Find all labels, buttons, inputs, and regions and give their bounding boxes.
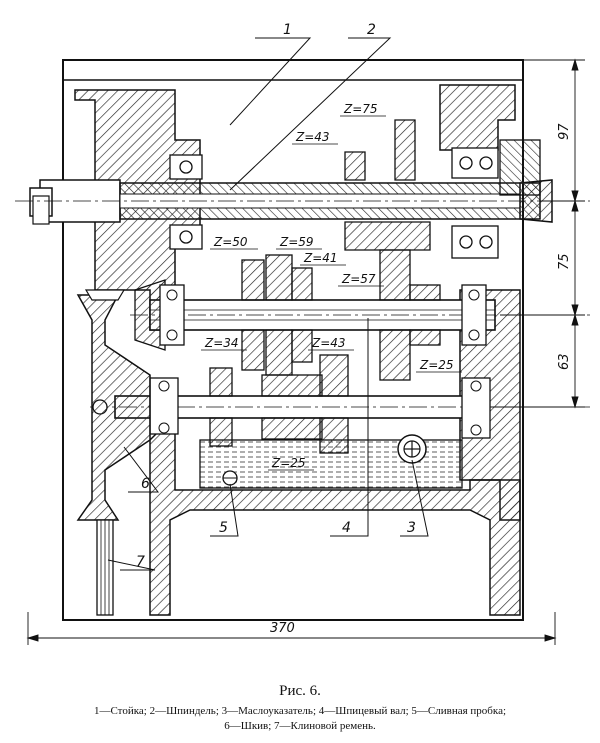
legend-line-1: 1—Стойка; 2—Шпиндель; 3—Маслоуказатель; … (93, 705, 507, 717)
input-shaft (90, 354, 590, 454)
v-belt (96, 519, 114, 616)
drain-plug (222, 470, 238, 486)
spindle (15, 179, 590, 225)
legend-line-2: 6—Шкив; 7—Клиновой ремень. (224, 720, 376, 732)
gear-label-z57: Z=57 (341, 272, 376, 286)
splined-shaft (130, 279, 590, 351)
callout-leaders (107, 37, 429, 571)
figure-title: Рис. 6. (279, 683, 321, 699)
gear-label-z43-mid: Z=43 (311, 336, 346, 350)
dimension-texts: 370 97 75 63 (270, 123, 572, 636)
gear-label-z43-top: Z=43 (295, 130, 330, 144)
callout-3: 3 (407, 520, 416, 536)
gear-tooth-labels: Z=75 Z=43 Z=50 Z=59 Z=41 Z=57 Z=34 Z=43 … (201, 102, 462, 471)
callout-5: 5 (219, 520, 228, 536)
callout-numbers: 1 2 3 4 5 6 7 (136, 22, 416, 570)
callout-6: 6 (141, 476, 150, 492)
gear-label-z41: Z=41 (303, 251, 338, 265)
gear-label-z25-right: Z=25 (419, 358, 454, 372)
gear-label-z34: Z=34 (204, 336, 239, 350)
gear-label-z59: Z=59 (279, 235, 314, 249)
figure-legend: 1—Стойка; 2—Шпиндель; 3—Маслоуказатель; … (0, 704, 600, 734)
callout-7: 7 (136, 554, 145, 570)
dimension-370: 370 (270, 621, 295, 636)
gear-label-z25-bottom: Z=25 (271, 456, 306, 470)
callout-1: 1 (283, 22, 292, 38)
gear-label-z50: Z=50 (213, 235, 248, 249)
callout-2: 2 (367, 22, 376, 38)
callout-4: 4 (342, 520, 351, 536)
pulley (76, 289, 151, 521)
gear-label-z75: Z=75 (343, 102, 378, 116)
dimension-75: 75 (557, 253, 572, 270)
spindle-bearings (169, 147, 499, 259)
dimension-63: 63 (557, 353, 572, 370)
oil-level-gauge (397, 434, 427, 464)
dimension-97: 97 (557, 123, 572, 140)
gearbox-section-drawing: 1 2 3 4 5 6 7 Z=75 Z=43 Z=50 Z=59 Z=41 Z… (15, 22, 590, 645)
dimension-lines (26, 58, 585, 645)
spindle-gears (344, 119, 541, 251)
